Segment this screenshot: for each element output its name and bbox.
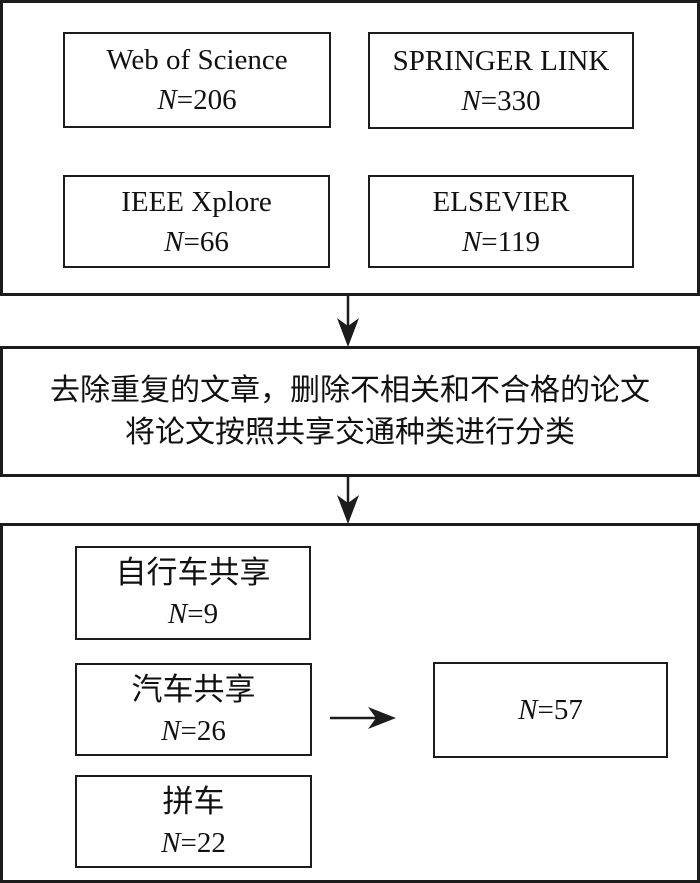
source-label: Web of Science: [106, 44, 288, 76]
source-box-elsevier: ELSEVIER N=119: [368, 175, 634, 268]
result-count: N=57: [518, 694, 583, 726]
result-box-total: N=57: [433, 662, 668, 758]
source-label: ELSEVIER: [432, 185, 570, 218]
source-count: N=66: [164, 225, 229, 258]
source-label: IEEE Xplore: [121, 185, 272, 218]
category-count: N=22: [161, 826, 226, 859]
category-label: 拼车: [162, 783, 225, 819]
category-box-carpooling: 拼车 N=22: [75, 775, 312, 868]
category-count: N=9: [167, 598, 219, 630]
source-box-web-of-science: Web of Science N=206: [63, 32, 331, 128]
category-box-bike-sharing: 自行车共享 N=9: [75, 546, 311, 640]
categories-section-box: 自行车共享 N=9 汽车共享 N=26 拼车 N=22 N=57: [0, 523, 700, 883]
flow-arrow-right-icon: [330, 705, 396, 731]
source-box-ieee-xplore: IEEE Xplore N=66: [63, 175, 330, 268]
category-box-car-sharing: 汽车共享 N=26: [75, 663, 312, 756]
category-label: 汽车共享: [131, 671, 256, 707]
source-count: N=330: [461, 84, 541, 117]
category-count: N=26: [161, 714, 226, 747]
source-label: SPRINGER LINK: [392, 44, 610, 77]
filter-step-line1: 去除重复的文章，删除不相关和不合格的论文: [50, 373, 650, 407]
source-count: N=119: [461, 225, 541, 258]
source-box-springer-link: SPRINGER LINK N=330: [368, 32, 634, 129]
flow-arrow-down-icon: [333, 477, 363, 524]
flow-arrow-down-icon: [333, 296, 363, 347]
filter-step-line2: 将论文按照共享交通种类进行分类: [125, 415, 575, 449]
source-count: N=206: [157, 84, 237, 116]
category-label: 自行车共享: [115, 555, 271, 590]
sources-section-box: Web of Science N=206 SPRINGER LINK N=330…: [0, 0, 700, 296]
filter-step-box: 去除重复的文章，删除不相关和不合格的论文 将论文按照共享交通种类进行分类: [0, 346, 700, 477]
